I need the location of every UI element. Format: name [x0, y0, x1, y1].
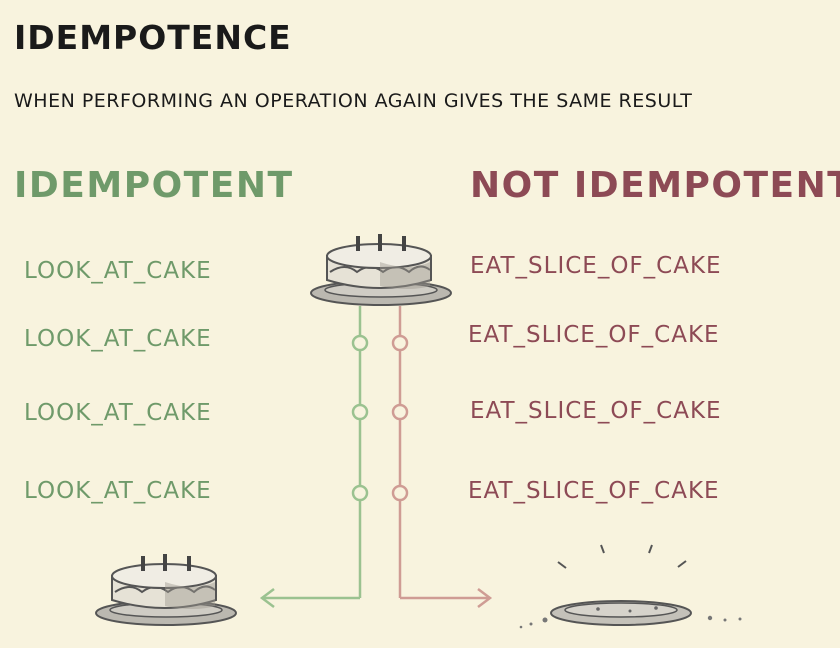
- not-idempotent-flow-arrow: [391, 306, 493, 608]
- whole-cake-icon: [310, 234, 452, 306]
- not-idempotent-op-3: EAT_SLICE_OF_CAKE: [470, 398, 722, 424]
- not-idempotent-op-2: EAT_SLICE_OF_CAKE: [468, 322, 720, 348]
- empty-plate-icon: [519, 544, 742, 629]
- whole-cake-icon: [95, 554, 237, 626]
- page-subtitle: WHEN PERFORMING AN OPERATION AGAIN GIVES…: [14, 90, 693, 112]
- idempotent-flow-arrow: [259, 306, 369, 608]
- idempotent-heading: IDEMPOTENT: [14, 165, 294, 206]
- idempotent-op-2: LOOK_AT_CAKE: [24, 326, 212, 352]
- not-idempotent-op-4: EAT_SLICE_OF_CAKE: [468, 478, 720, 504]
- page-title: IDEMPOTENCE: [14, 18, 292, 57]
- idempotent-op-3: LOOK_AT_CAKE: [24, 400, 212, 426]
- not-idempotent-op-1: EAT_SLICE_OF_CAKE: [470, 253, 722, 279]
- idempotent-op-1: LOOK_AT_CAKE: [24, 258, 212, 284]
- not-idempotent-heading: NOT IDEMPOTENT: [470, 165, 840, 206]
- idempotent-op-4: LOOK_AT_CAKE: [24, 478, 212, 504]
